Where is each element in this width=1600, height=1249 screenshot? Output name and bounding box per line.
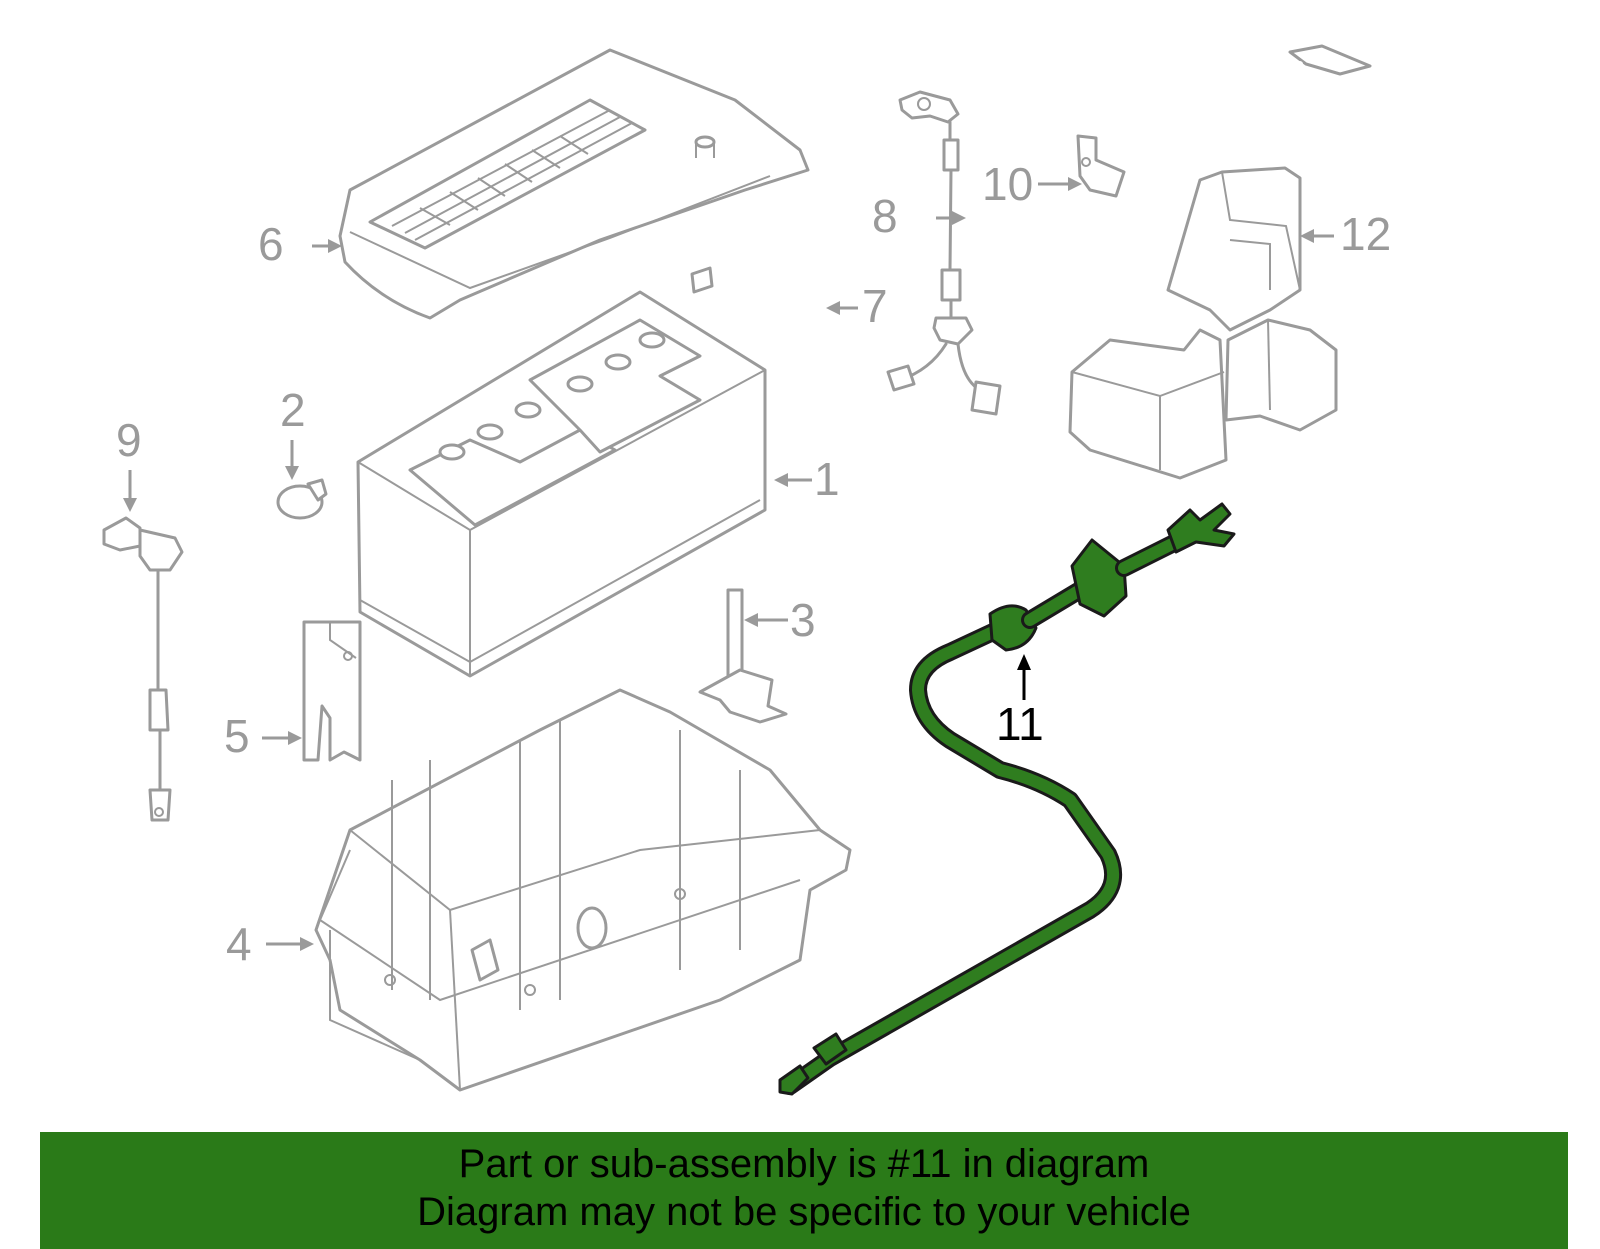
part-3-holder: [698, 588, 788, 724]
callout-4: 4: [226, 918, 252, 970]
part-1-battery: [356, 290, 767, 678]
part-10-strap: [1076, 44, 1372, 198]
part-8-cable: [886, 90, 1002, 416]
part-11-cable: [778, 502, 1236, 1096]
callout-8: 8: [872, 190, 898, 242]
part-7-vent-hose: [690, 224, 828, 405]
banner-part-note: Part or sub-assembly is #11 in diagram: [458, 1142, 1150, 1186]
callout-7: 7: [862, 280, 888, 332]
part-12-fuse-box: [1068, 166, 1338, 480]
info-banner: Part or sub-assembly is #11 in diagram D…: [40, 1132, 1568, 1249]
part-9-cable: [102, 516, 184, 822]
callout-1: 1: [814, 453, 840, 505]
callout-11: 11: [996, 698, 1044, 750]
banner-vehicle-disclaimer: Diagram may not be specific to your vehi…: [417, 1190, 1191, 1234]
callout-3: 3: [790, 594, 816, 646]
callout-10: 10: [982, 158, 1033, 210]
callout-12: 12: [1340, 208, 1391, 260]
part-4-battery-tray: [314, 688, 852, 1092]
part-2-plug: [276, 478, 328, 520]
callout-2: 2: [280, 384, 306, 436]
callout-5: 5: [224, 710, 250, 762]
part-6-battery-cover: [338, 48, 810, 320]
part-5-bracket: [302, 620, 362, 762]
callout-arrows: [123, 177, 1334, 951]
callout-9: 9: [116, 414, 142, 466]
callout-6: 6: [258, 218, 284, 270]
